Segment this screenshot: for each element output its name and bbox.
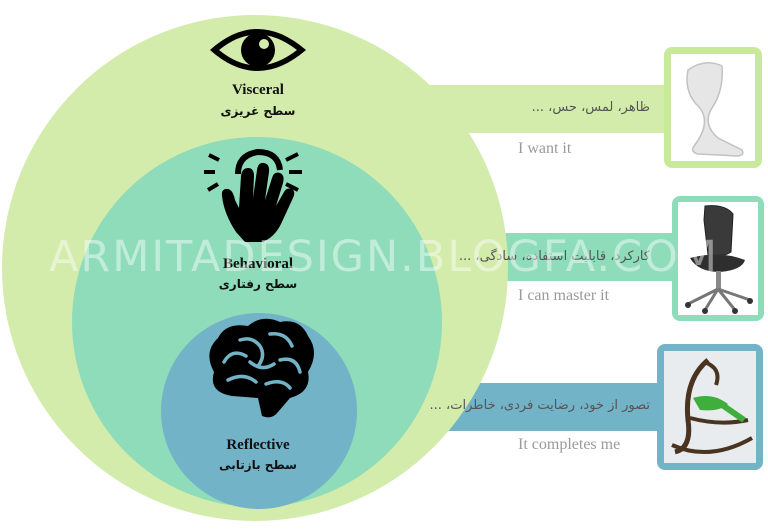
level-behavioral-subtitle: سطح رفتاری bbox=[218, 277, 298, 291]
band-text-behavioral: کارکرد، قابلیت استفاده، سادگی، ... bbox=[458, 249, 650, 264]
quote-behavioral: I can master it bbox=[518, 287, 610, 304]
brain-icon bbox=[209, 318, 314, 418]
eye-icon bbox=[210, 29, 306, 71]
product-frame-behavioral bbox=[672, 196, 764, 321]
hand-touch-icon bbox=[204, 148, 302, 242]
band-text-visceral: ظاهر، لمس، حس، ... bbox=[531, 100, 650, 115]
level-reflective-title: Reflective bbox=[226, 437, 290, 453]
quote-reflective: It completes me bbox=[518, 436, 621, 453]
product-frame-reflective bbox=[657, 344, 763, 470]
level-reflective-subtitle: سطح بازتابی bbox=[219, 458, 297, 472]
quote-visceral: I want it bbox=[518, 140, 572, 157]
level-visceral-subtitle: سطح غریزی bbox=[220, 104, 296, 118]
band-text-reflective: تصور از خود، رضایت فردی، خاطرات، ... bbox=[429, 398, 650, 413]
level-behavioral-title: Behavioral bbox=[223, 256, 293, 272]
level-visceral-title: Visceral bbox=[232, 82, 284, 98]
product-frame-visceral bbox=[664, 47, 762, 168]
